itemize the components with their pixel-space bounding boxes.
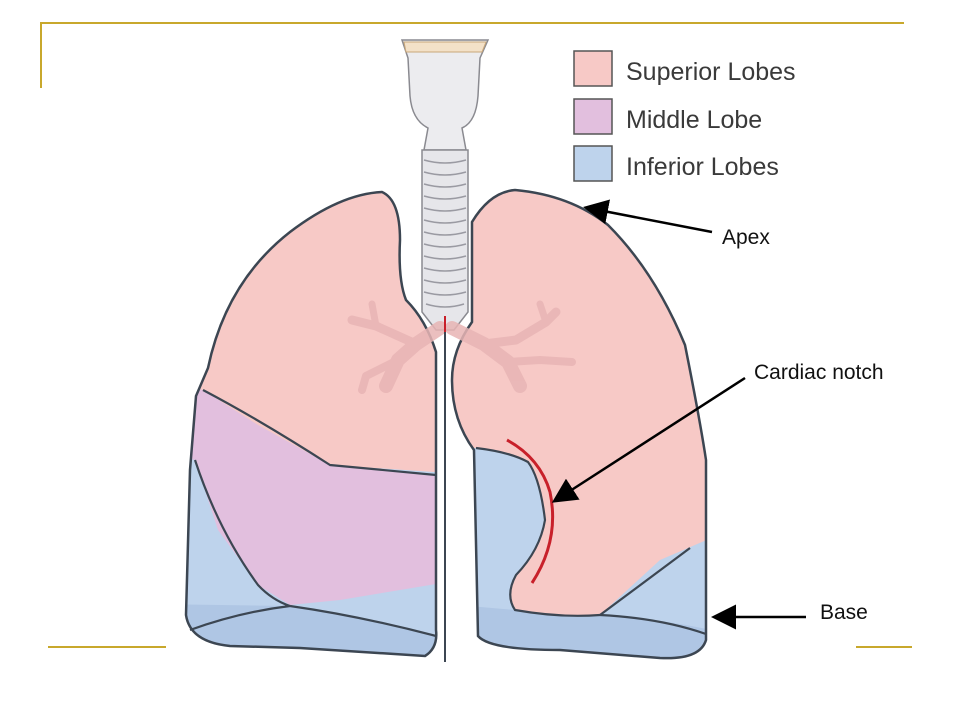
- apex-label: Apex: [722, 226, 770, 249]
- cardiac-notch-label: Cardiac notch: [754, 361, 884, 384]
- right-horizontal-fissure: [202, 389, 437, 477]
- left-oblique-fissure: [599, 547, 691, 616]
- legend-swatch-middle: [573, 98, 613, 135]
- legend-swatch-inferior: [573, 145, 613, 182]
- legend-label-inferior: Inferior Lobes: [626, 153, 779, 181]
- bronchi: [347, 300, 576, 394]
- frame-top-rule: [40, 22, 904, 24]
- legend-label-superior: Superior Lobes: [626, 58, 796, 86]
- frame-bottom-right-rule: [856, 646, 912, 648]
- right-middle-lobe: [186, 380, 436, 605]
- apex-arrow: [583, 199, 713, 234]
- trachea: [400, 39, 490, 331]
- right-oblique-fissure: [193, 459, 291, 608]
- callout-arrows: [551, 199, 806, 630]
- legend: Superior Lobes Middle Lobe Inferior Lobe…: [573, 50, 796, 182]
- larynx: [400, 39, 490, 151]
- right-base-surface: [186, 604, 436, 656]
- legend-label-middle: Middle Lobe: [626, 106, 762, 134]
- legend-swatch-superior: [573, 50, 613, 87]
- left-base-surface: [470, 606, 706, 659]
- cardiac-notch-line: [506, 438, 555, 584]
- frame-bottom-left-rule: [48, 646, 166, 648]
- frame-left-rule: [40, 22, 42, 88]
- base-label: Base: [820, 601, 868, 624]
- cardiac-notch-arrow: [551, 376, 746, 503]
